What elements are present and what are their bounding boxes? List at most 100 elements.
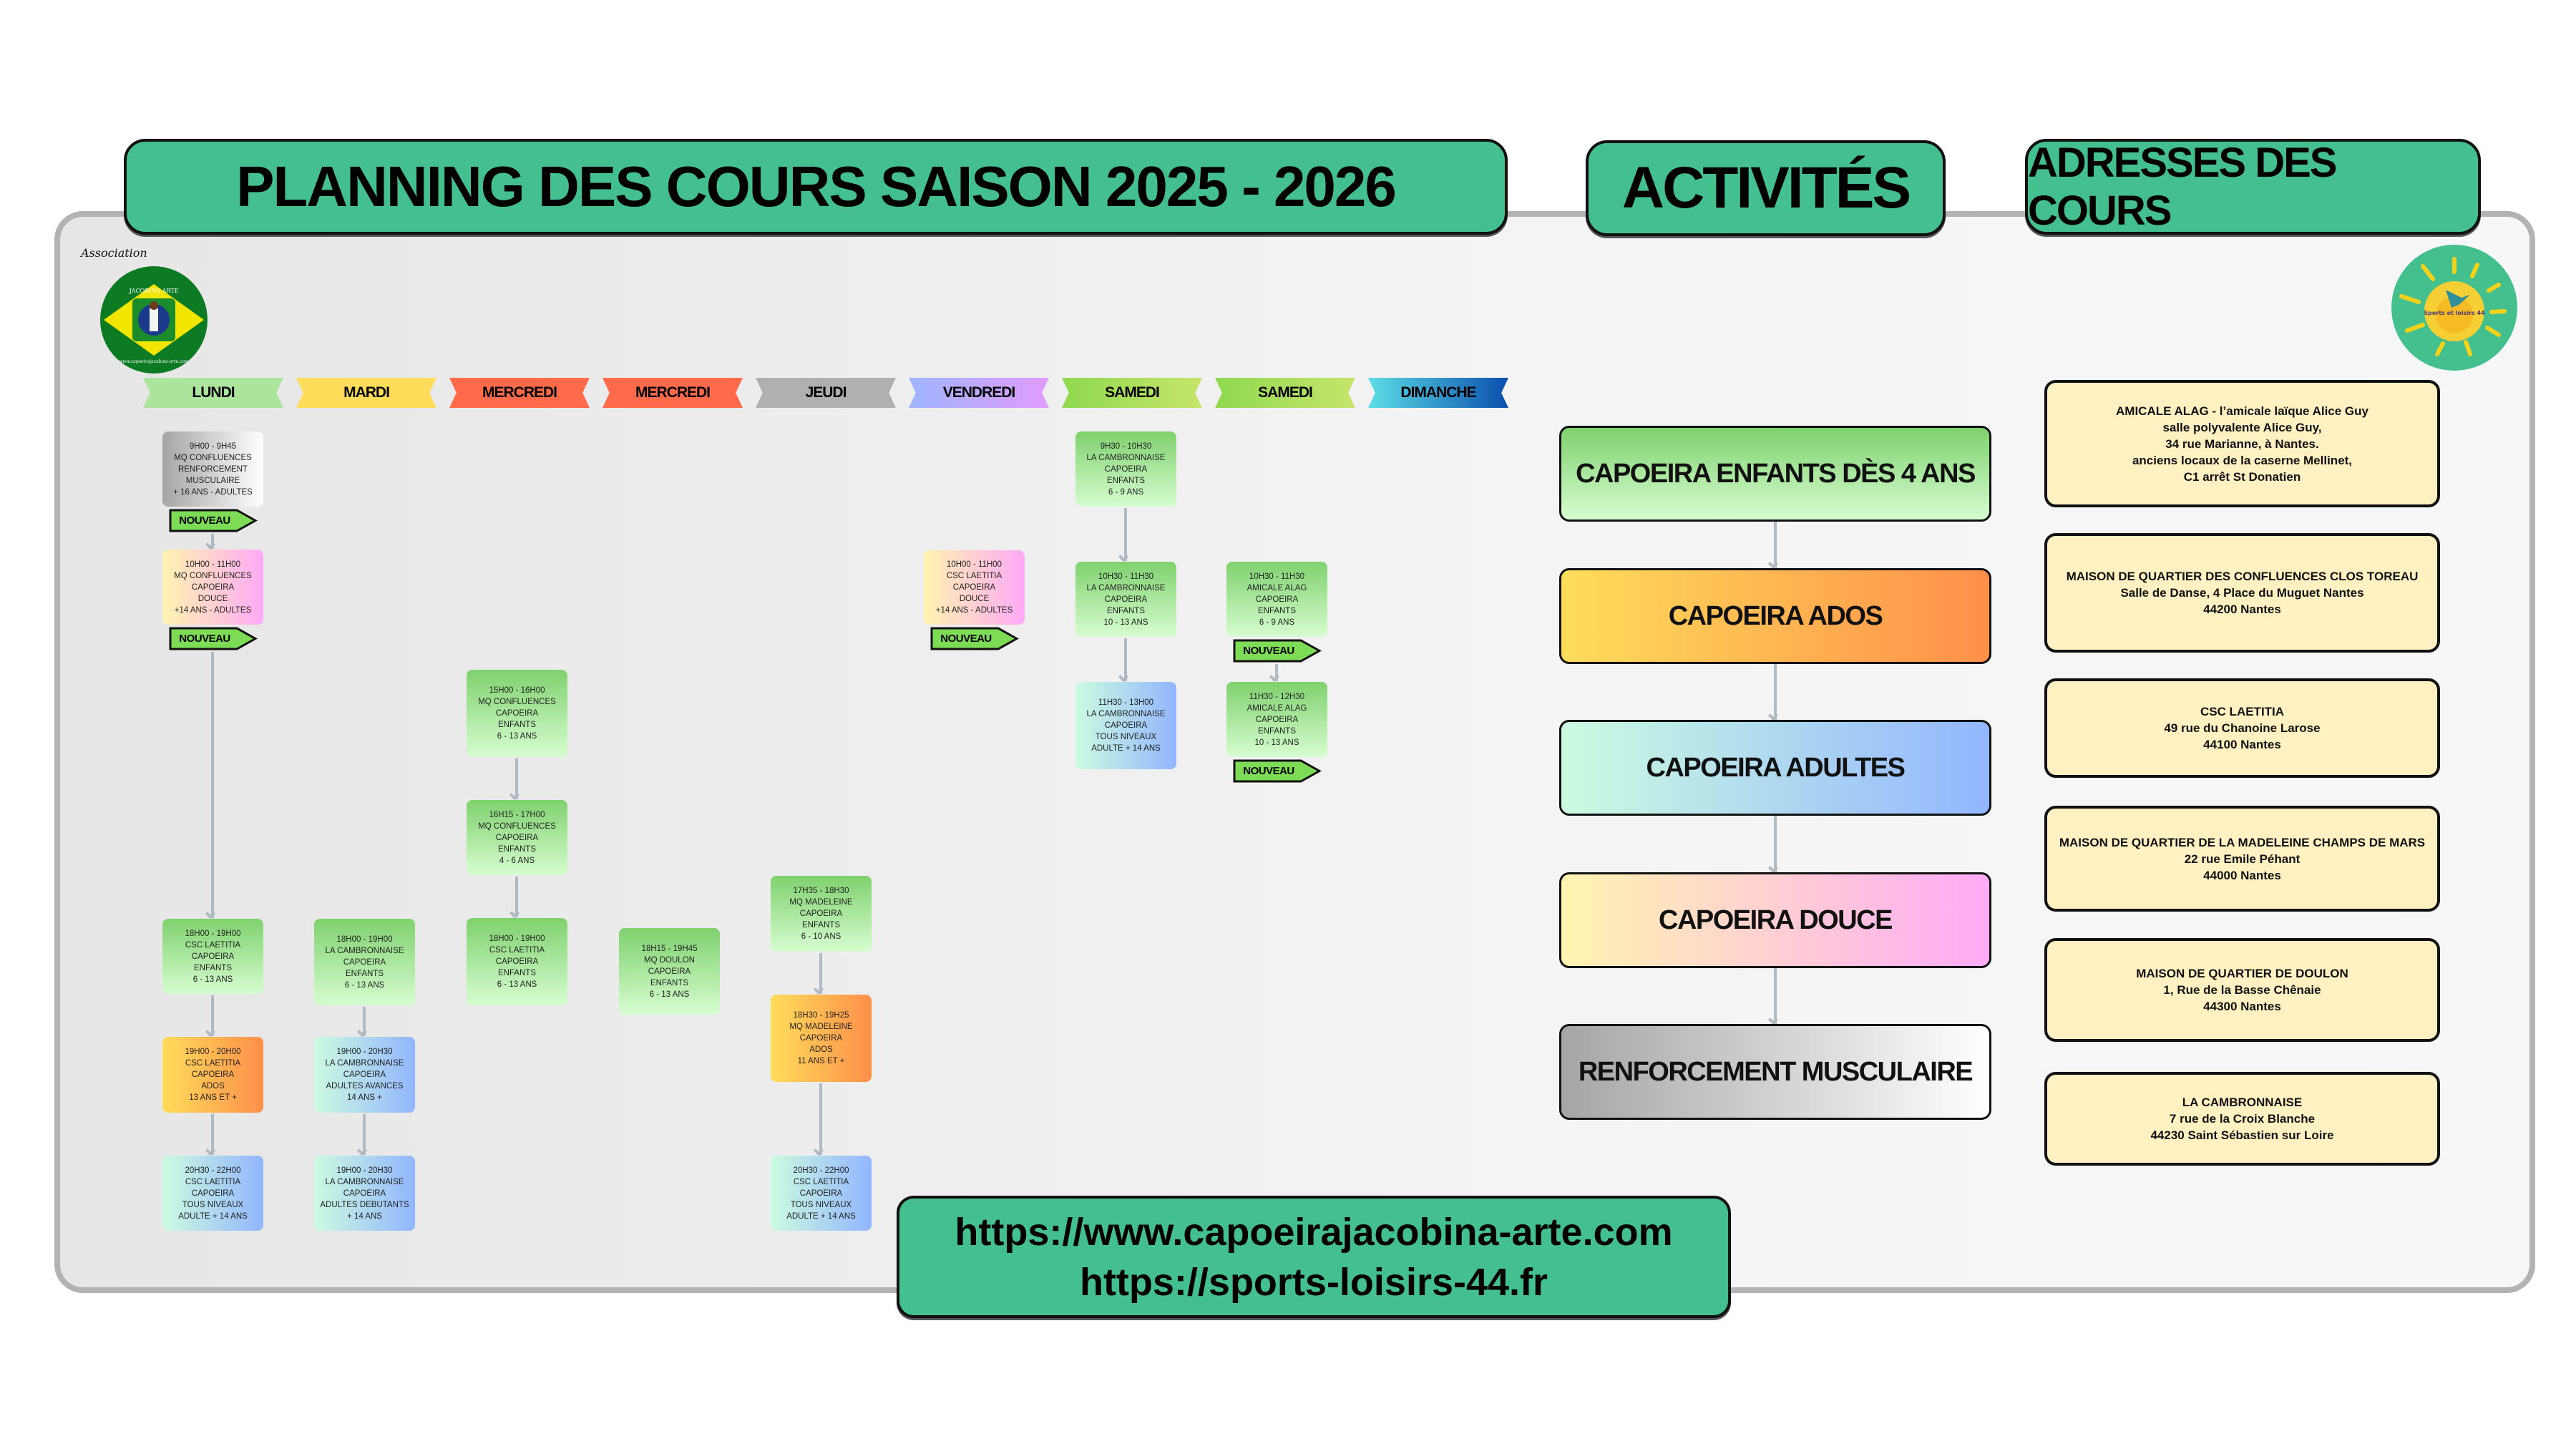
course-time: 18H00 - 19H00: [336, 935, 393, 944]
website-link-sports-loisirs[interactable]: https://sports-loisirs-44.fr: [1079, 1260, 1548, 1304]
course-time: 10H00 - 11H00: [185, 560, 241, 569]
sports-loisirs-logo-text: Sports et loisirs 44: [2424, 310, 2485, 316]
day-header-mercredi: MERCREDI: [449, 378, 590, 408]
course-line: DOUCE: [959, 595, 990, 603]
course-line: 10 - 13 ANS: [1103, 618, 1148, 627]
new-badge: NOUVEAU: [169, 509, 258, 532]
course-time: 9H00 - 9H45: [189, 441, 237, 451]
connector-arrow: [211, 652, 214, 918]
activity-ados[interactable]: CAPOEIRA ADOS: [1559, 568, 1991, 664]
course-line: AMICALE ALAG: [1246, 583, 1307, 592]
address-line: C1 arrêt St Donatien: [2183, 469, 2301, 484]
address-name: AMICALE ALAG - l’amicale laïque Alice Gu…: [2116, 404, 2368, 418]
course-line: LA CAMBRONNAISE: [325, 1059, 404, 1068]
course-line: CAPOEIRA: [191, 1189, 235, 1198]
course-line: CAPOEIRA: [648, 967, 691, 976]
course-line: CSC LAETITIA: [185, 1059, 241, 1068]
course-line: CAPOEIRA: [343, 1189, 386, 1198]
activity-renfo[interactable]: RENFORCEMENT MUSCULAIRE: [1559, 1024, 1991, 1120]
course-line: MQ MADELEINE: [789, 898, 853, 907]
course-line: DOUCE: [197, 594, 228, 603]
connector-arrow: [1124, 638, 1127, 681]
course-line: CSC LAETITIA: [946, 572, 1002, 580]
course-line: ENFANTS: [650, 978, 689, 987]
course-line: 6 - 9 ANS: [1259, 618, 1295, 627]
course-line: 13 ANS ET +: [189, 1093, 237, 1102]
course-line: CAPOEIRA: [1104, 595, 1148, 604]
course-line: ADOS: [201, 1082, 225, 1091]
connector-arrow: [819, 953, 822, 994]
course-line: CSC LAETITIA: [185, 940, 241, 950]
course-line: MQ CONFLUENCES: [174, 571, 252, 580]
course-time: 19H00 - 20H30: [336, 1166, 393, 1175]
course-line: ENFANTS: [1106, 606, 1146, 615]
course-line: CAPOEIRA: [799, 1034, 843, 1043]
course-line: CAPOEIRA: [191, 952, 235, 961]
course-line: CAPOEIRA: [799, 909, 843, 918]
course-line: TOUS NIVEAUX: [1095, 733, 1157, 741]
course-line: CSC LAETITIA: [793, 1177, 849, 1186]
connector-arrow: [363, 1114, 366, 1155]
activity-adultes[interactable]: CAPOEIRA ADULTES: [1559, 720, 1991, 816]
svg-text:Association: Association: [79, 246, 147, 260]
address-line: 44100 Nantes: [2203, 738, 2281, 751]
course-line: ADULTE + 14 ANS: [1091, 744, 1161, 753]
course-line: CAPOEIRA: [952, 583, 996, 592]
address-line: anciens locaux de la caserne Mellinet,: [2132, 453, 2353, 467]
course-line: CAPOEIRA: [343, 1070, 386, 1079]
website-link-capoeira[interactable]: https://www.capoeirajacobina-arte.com: [955, 1210, 1673, 1254]
activity-douce[interactable]: CAPOEIRA DOUCE: [1559, 872, 1991, 968]
course-time: 11H30 - 13H00: [1098, 698, 1154, 707]
course-line: CAPOEIRA: [1104, 721, 1148, 730]
address-line: 44230 Saint Sébastien sur Loire: [2150, 1128, 2334, 1142]
activities-title: ACTIVITÉS: [1586, 140, 1946, 236]
course-line: 11 ANS ET +: [797, 1057, 845, 1065]
address-line: 34 rue Marianne, à Nantes.: [2165, 436, 2319, 451]
address-card: AMICALE ALAG - l’amicale laïque Alice Gu…: [2044, 380, 2440, 507]
course-line: ENFANTS: [801, 921, 841, 930]
page-title: PLANNING DES COURS SAISON 2025 - 2026: [124, 139, 1508, 235]
course-line: CSC LAETITIA: [489, 946, 545, 955]
course-line: +14 ANS - ADULTES: [935, 606, 1013, 615]
connector-arrow: [211, 534, 214, 549]
course-line: CAPOEIRA: [799, 1189, 843, 1198]
activity-enfants[interactable]: CAPOEIRA ENFANTS DÈS 4 ANS: [1559, 426, 1991, 522]
day-header-jeudi: JEUDI: [756, 378, 896, 408]
course-line: 6 - 13 ANS: [344, 980, 385, 990]
course-line: CAPOEIRA: [1255, 595, 1299, 604]
sports-loisirs-logo: Sports et loisirs 44: [2390, 243, 2519, 372]
day-header-dimanche: DIMANCHE: [1368, 378, 1508, 408]
course-line: ADULTE + 14 ANS: [786, 1211, 856, 1221]
course-time: 18H00 - 19H00: [185, 929, 241, 938]
course-line: +14 ANS - ADULTES: [174, 605, 252, 615]
course-line: CAPOEIRA: [495, 833, 539, 842]
course-time: 19H00 - 20H30: [336, 1048, 393, 1056]
address-name: LA CAMBRONNAISE: [2182, 1096, 2303, 1109]
activity-connector-arrow: [1774, 522, 1777, 568]
course-line: 14 ANS +: [347, 1093, 382, 1102]
connector-arrow: [1275, 664, 1278, 681]
new-badge: NOUVEAU: [169, 627, 258, 650]
